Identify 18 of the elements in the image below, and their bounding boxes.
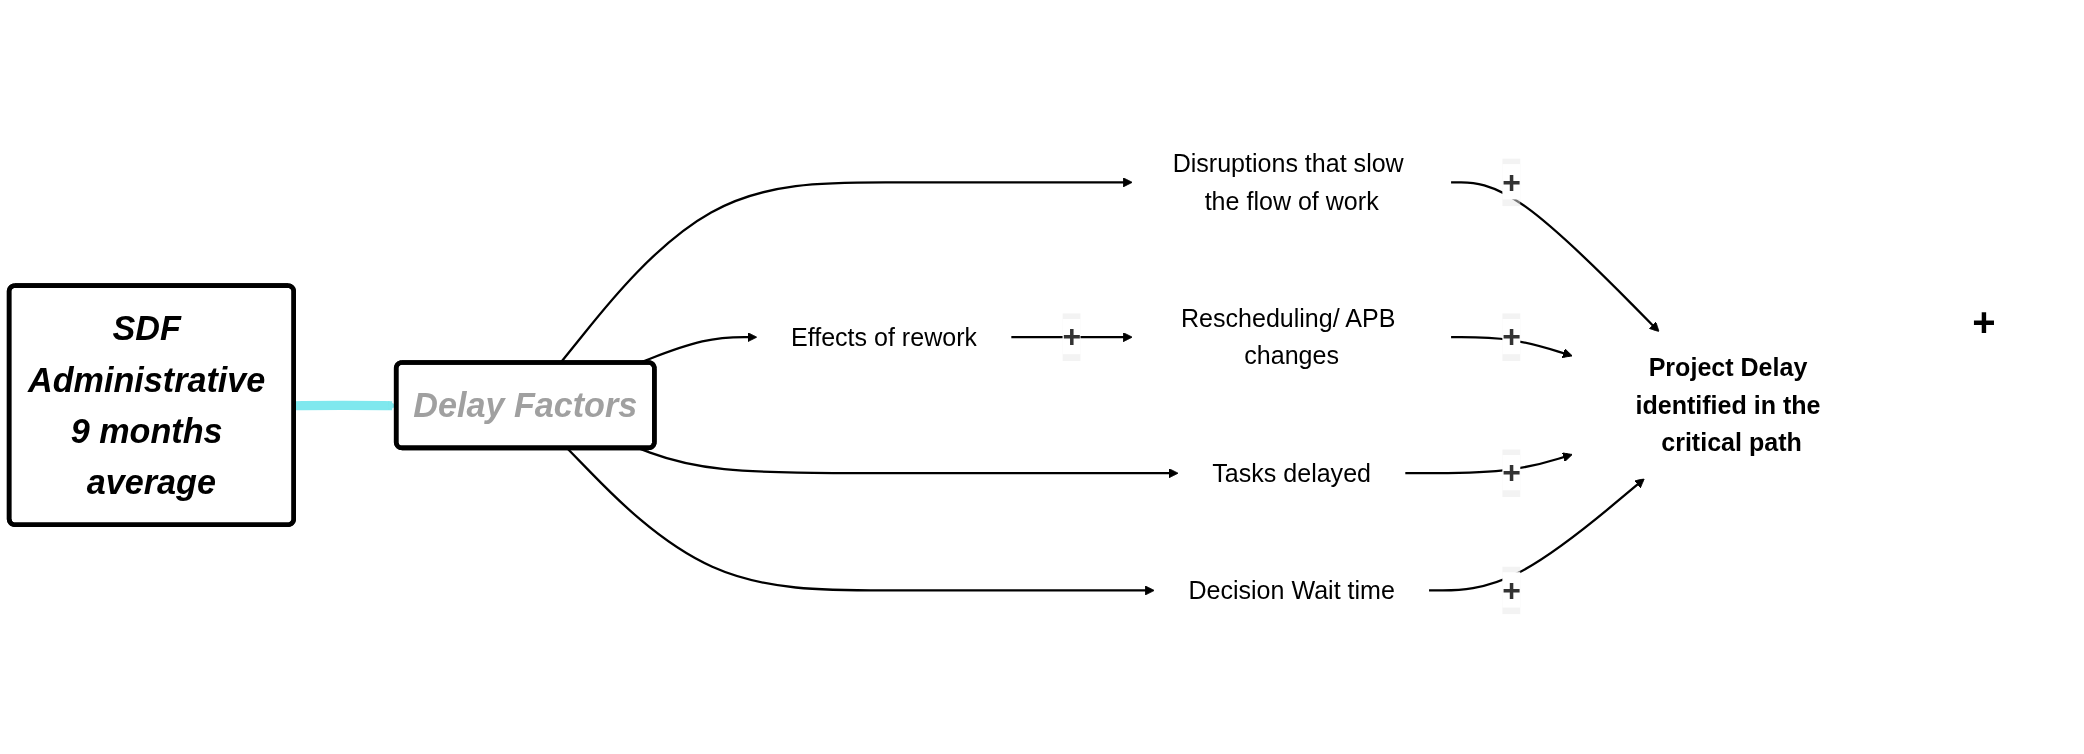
node-text: Effects of rework xyxy=(790,322,978,352)
arrow xyxy=(1429,478,1645,592)
edge-label: + xyxy=(1502,454,1521,491)
polarity-sign: + xyxy=(1971,300,1997,345)
node-text: Rescheduling/ APB changes xyxy=(1180,304,1396,371)
arrow xyxy=(1011,332,1133,343)
arrow xyxy=(1451,181,1660,333)
node-text: Disruptions that slow the flow of work xyxy=(1172,149,1404,216)
node-text: Decision Wait time xyxy=(1188,576,1395,605)
arrow xyxy=(559,177,1133,364)
edge-label: + xyxy=(1062,318,1082,355)
arrow xyxy=(1405,452,1573,475)
node-text: Project Delay identified in the critical path xyxy=(1635,353,1821,457)
edge-label: + xyxy=(1502,164,1521,200)
arrow xyxy=(1451,336,1573,358)
node-text: Tasks delayed xyxy=(1212,458,1372,488)
edge-label: + xyxy=(1502,572,1521,608)
edge-label: + xyxy=(1502,318,1521,355)
